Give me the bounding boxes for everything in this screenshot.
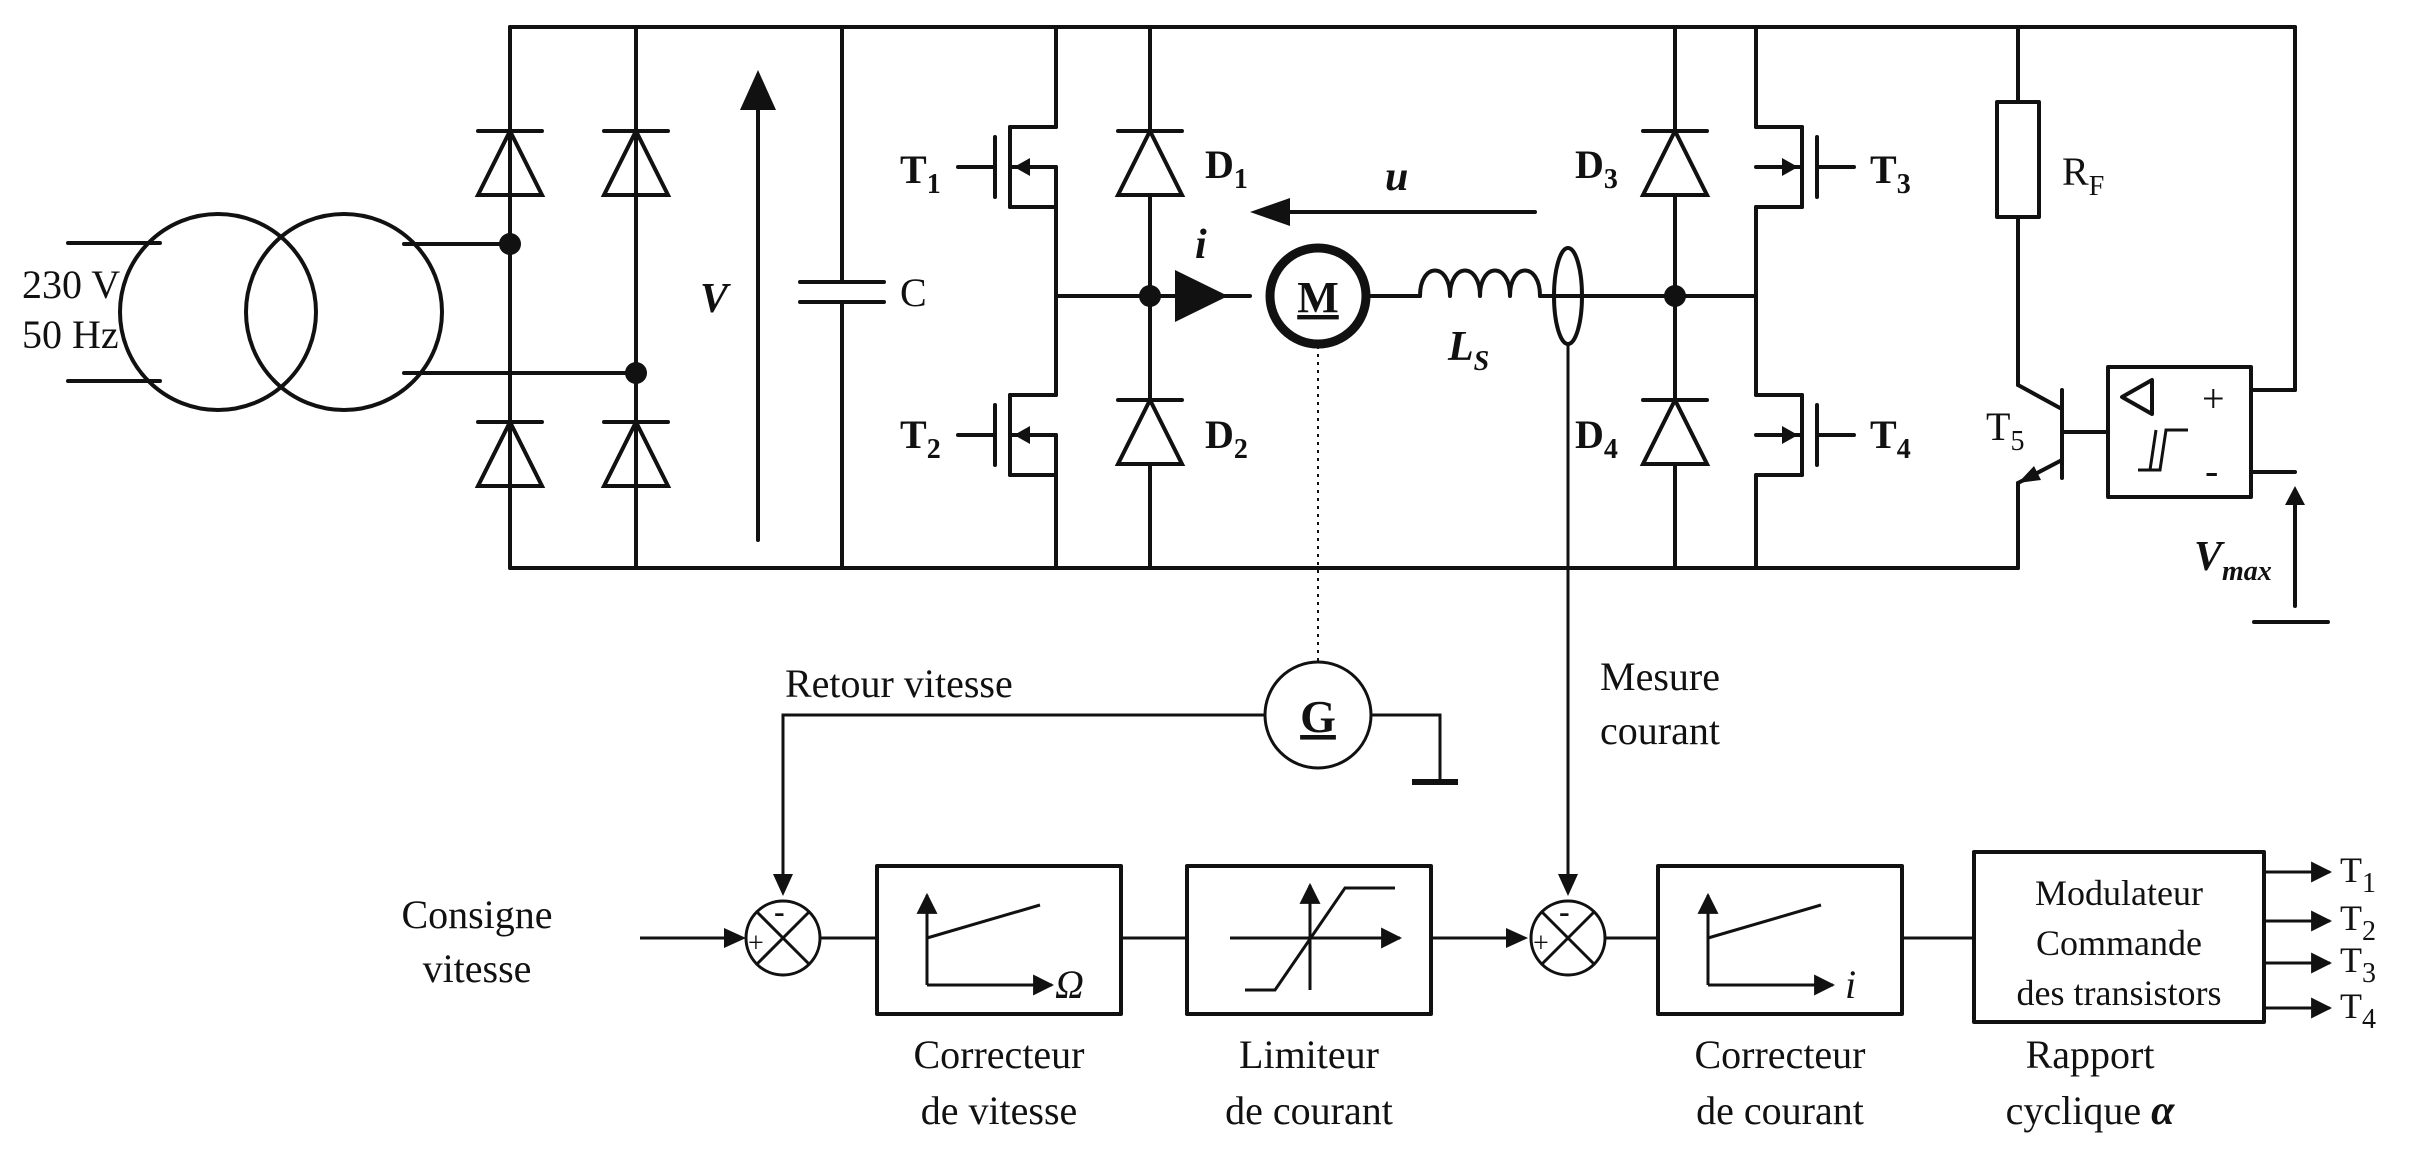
summer-speed-plus: + xyxy=(748,928,764,959)
current-corrector-caption-2: de courant xyxy=(1696,1088,1864,1133)
capacitor xyxy=(798,25,886,570)
speed-corrector-caption-2: de vitesse xyxy=(921,1088,1078,1133)
modulator-line-3: des transistors xyxy=(2017,973,2222,1013)
current-limiter-block xyxy=(1185,864,1433,1016)
modulator-caption-2: cyclique α xyxy=(2006,1088,2176,1134)
comparator-plus: + xyxy=(2202,376,2225,421)
inductor-label: LS xyxy=(1447,324,1489,377)
current-label: i xyxy=(1195,222,1207,268)
modulator-caption-1: Rapport xyxy=(2026,1032,2155,1077)
d4-label: D4 xyxy=(1575,412,1618,465)
transistor-t4 xyxy=(1754,393,1856,570)
vmax-label: Vmax xyxy=(2194,534,2272,587)
tachogenerator-label: G xyxy=(1300,691,1336,742)
source-frequency: 50 Hz xyxy=(22,312,119,357)
t1-label: T1 xyxy=(900,147,941,200)
current-corrector-caption-1: Correcteur xyxy=(1694,1032,1865,1077)
d1-label: D1 xyxy=(1205,142,1248,195)
diode-bridge xyxy=(474,25,672,570)
motor-label: M xyxy=(1297,273,1339,322)
t3-label: T3 xyxy=(1870,147,1911,200)
summer-speed-minus: - xyxy=(774,893,785,929)
speed-setpoint-label-1: Consigne xyxy=(401,892,552,937)
output-t3: T3 xyxy=(2340,940,2376,989)
modulator-outputs xyxy=(2264,861,2333,1019)
current-limiter-caption-2: de courant xyxy=(1225,1088,1393,1133)
dc-voltage-label: V xyxy=(700,276,731,322)
hysteresis-comparator xyxy=(2106,25,2297,499)
modulator-line-2: Commande xyxy=(2036,923,2202,963)
output-t4: T4 xyxy=(2340,986,2376,1035)
transistor-t3 xyxy=(1754,25,1856,209)
d3-label: D3 xyxy=(1575,142,1618,195)
diode-d2 xyxy=(1114,395,1186,570)
diode-d4 xyxy=(1639,395,1711,570)
source-voltage: 230 V xyxy=(22,262,120,307)
transformer xyxy=(66,212,638,412)
current-measure-label-2: courant xyxy=(1600,708,1720,753)
output-t1: T1 xyxy=(2340,850,2376,899)
inductor xyxy=(1418,268,1542,298)
capacitor-label: C xyxy=(900,270,927,315)
summer-current-plus: + xyxy=(1533,928,1549,959)
current-measure-label-1: Mesure xyxy=(1600,654,1720,699)
t5-label: T5 xyxy=(1986,404,2024,457)
resistor-label: RF xyxy=(2062,149,2104,202)
current-corrector-block xyxy=(1656,864,1904,1016)
current-corrector-axis: i xyxy=(1845,962,1856,1007)
diode-d1 xyxy=(1114,25,1186,402)
d2-label: D2 xyxy=(1205,412,1248,465)
modulator-block xyxy=(1972,850,2266,1024)
speed-corrector-block xyxy=(875,864,1123,1016)
speed-corrector-axis: Ω xyxy=(1055,962,1084,1007)
comparator-minus: - xyxy=(2205,448,2218,493)
current-limiter-caption-1: Limiteur xyxy=(1239,1032,1379,1077)
t2-label: T2 xyxy=(900,412,941,465)
transistor-t1 xyxy=(956,25,1058,209)
resistor-rf xyxy=(1995,100,2041,219)
transistor-t5 xyxy=(2016,383,2110,570)
diode-d3 xyxy=(1639,25,1711,402)
current-arrow xyxy=(1175,270,1228,322)
control-loop: G Retour vitesse Mesure courant Consigne… xyxy=(401,654,2376,1134)
motor-voltage-label: u xyxy=(1385,154,1408,200)
t4-label: T4 xyxy=(1870,412,1911,465)
output-t2: T2 xyxy=(2340,898,2376,947)
transistor-t2 xyxy=(956,393,1058,570)
modulator-line-1: Modulateur xyxy=(2035,873,2203,913)
power-circuit: 230 V 50 Hz V C xyxy=(22,25,2330,896)
speed-setpoint-label-2: vitesse xyxy=(423,946,532,991)
summer-current-minus: - xyxy=(1559,893,1570,929)
speed-corrector-caption-1: Correcteur xyxy=(913,1032,1084,1077)
speed-feedback-label: Retour vitesse xyxy=(785,661,1013,706)
speed-feedback-wire xyxy=(781,713,1265,880)
